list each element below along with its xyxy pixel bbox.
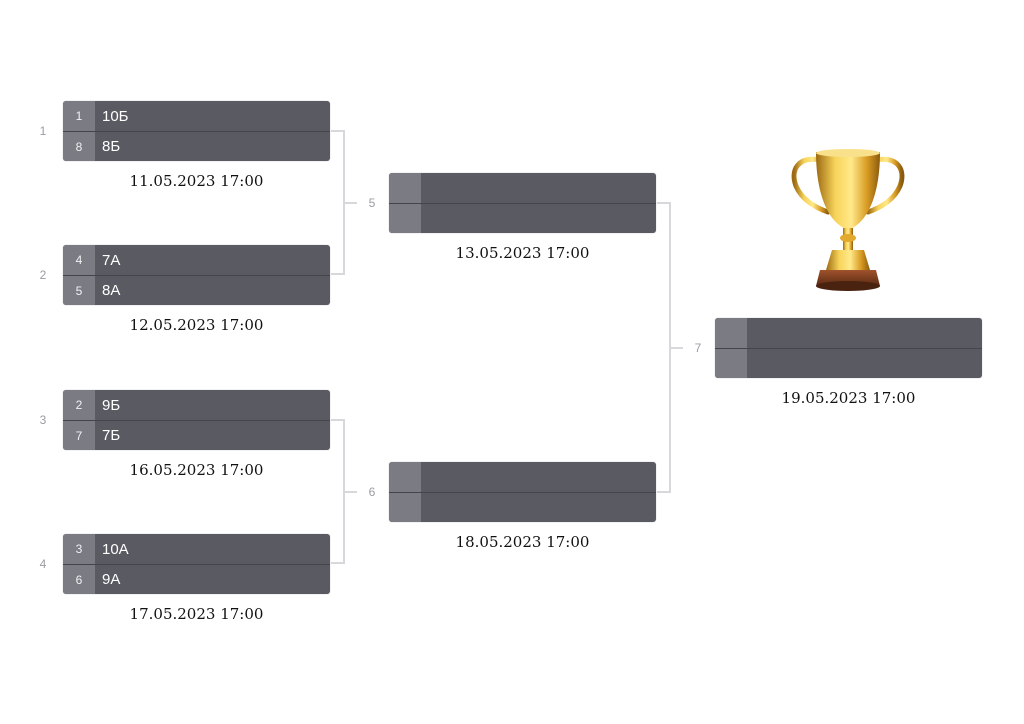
- team-name: 7А: [102, 251, 121, 269]
- team-seed: [715, 318, 747, 348]
- team-seed: [715, 349, 747, 378]
- team-name: 8Б: [102, 138, 121, 155]
- team-slot[interactable]: 4 7А: [63, 245, 330, 275]
- team-seed: [389, 462, 421, 492]
- team-slot[interactable]: 6 9А: [63, 564, 330, 594]
- match-1: 1 1 10Б 8 8Б 11.05.2023 17:00: [40, 101, 330, 190]
- match-5: 5 13.05.2023 17:00: [369, 173, 656, 262]
- team-seed: 7: [63, 421, 95, 450]
- match-box: [389, 173, 656, 233]
- match-number: 3: [39, 413, 47, 427]
- match-2: 2 4 7А 5 8А 12.05.2023 17:00: [40, 245, 330, 334]
- match-box: 3 10А 6 9А: [63, 534, 330, 594]
- team-slot[interactable]: [389, 462, 656, 492]
- match-date: 16.05.2023 17:00: [129, 461, 264, 479]
- team-slot[interactable]: [389, 173, 656, 203]
- match-3: 3 2 9Б 7 7Б 16.05.2023 17:00: [40, 390, 330, 479]
- team-seed: 2: [63, 390, 95, 420]
- team-slot[interactable]: [389, 492, 656, 522]
- team-slot[interactable]: 5 8А: [63, 275, 330, 305]
- match-box: 1 10Б 8 8Б: [63, 101, 330, 161]
- team-name: 8А: [102, 282, 121, 299]
- match-6: 6 18.05.2023 17:00: [369, 462, 656, 551]
- team-slot[interactable]: 1 10Б: [63, 101, 330, 131]
- match-7-final: 7 19.05.2023 17:00: [695, 318, 982, 407]
- team-name: 7Б: [102, 427, 121, 444]
- team-slot[interactable]: 8 8Б: [63, 131, 330, 161]
- match-number: 2: [39, 268, 47, 282]
- team-name: 10Б: [102, 107, 129, 125]
- match-number: 4: [39, 557, 47, 571]
- team-name: 9А: [102, 571, 121, 588]
- match-box: 2 9Б 7 7Б: [63, 390, 330, 450]
- connector-5-6-to-7: [657, 202, 683, 493]
- match-4: 4 3 10А 6 9А 17.05.2023 17:00: [40, 534, 330, 623]
- team-seed: 3: [63, 534, 95, 564]
- team-slot[interactable]: 7 7Б: [63, 420, 330, 450]
- connector-1-2-to-5: [331, 130, 357, 275]
- team-seed: 4: [63, 245, 95, 275]
- match-number: 1: [39, 124, 47, 138]
- match-date: 17.05.2023 17:00: [129, 605, 264, 623]
- team-name: 9Б: [102, 396, 121, 414]
- team-slot[interactable]: [389, 203, 656, 233]
- match-date: 18.05.2023 17:00: [455, 533, 590, 551]
- match-date: 12.05.2023 17:00: [129, 316, 264, 334]
- team-seed: 5: [63, 276, 95, 305]
- match-box: [389, 462, 656, 522]
- match-box: [715, 318, 982, 378]
- team-seed: [389, 173, 421, 203]
- match-date: 19.05.2023 17:00: [781, 389, 916, 407]
- team-slot[interactable]: 3 10А: [63, 534, 330, 564]
- team-seed: [389, 493, 421, 522]
- team-seed: [389, 204, 421, 233]
- team-seed: 6: [63, 565, 95, 594]
- team-name: 10А: [102, 540, 129, 558]
- team-seed: 8: [63, 132, 95, 161]
- match-date: 11.05.2023 17:00: [129, 172, 264, 190]
- connector-3-4-to-6: [331, 419, 357, 564]
- match-box: 4 7А 5 8А: [63, 245, 330, 305]
- match-number: 6: [368, 485, 376, 499]
- team-slot[interactable]: 2 9Б: [63, 390, 330, 420]
- match-number: 7: [694, 341, 702, 355]
- team-slot[interactable]: [715, 348, 982, 378]
- match-number: 5: [368, 196, 376, 210]
- trophy-icon: [791, 149, 905, 291]
- team-slot[interactable]: [715, 318, 982, 348]
- match-date: 13.05.2023 17:00: [455, 244, 590, 262]
- team-seed: 1: [63, 101, 95, 131]
